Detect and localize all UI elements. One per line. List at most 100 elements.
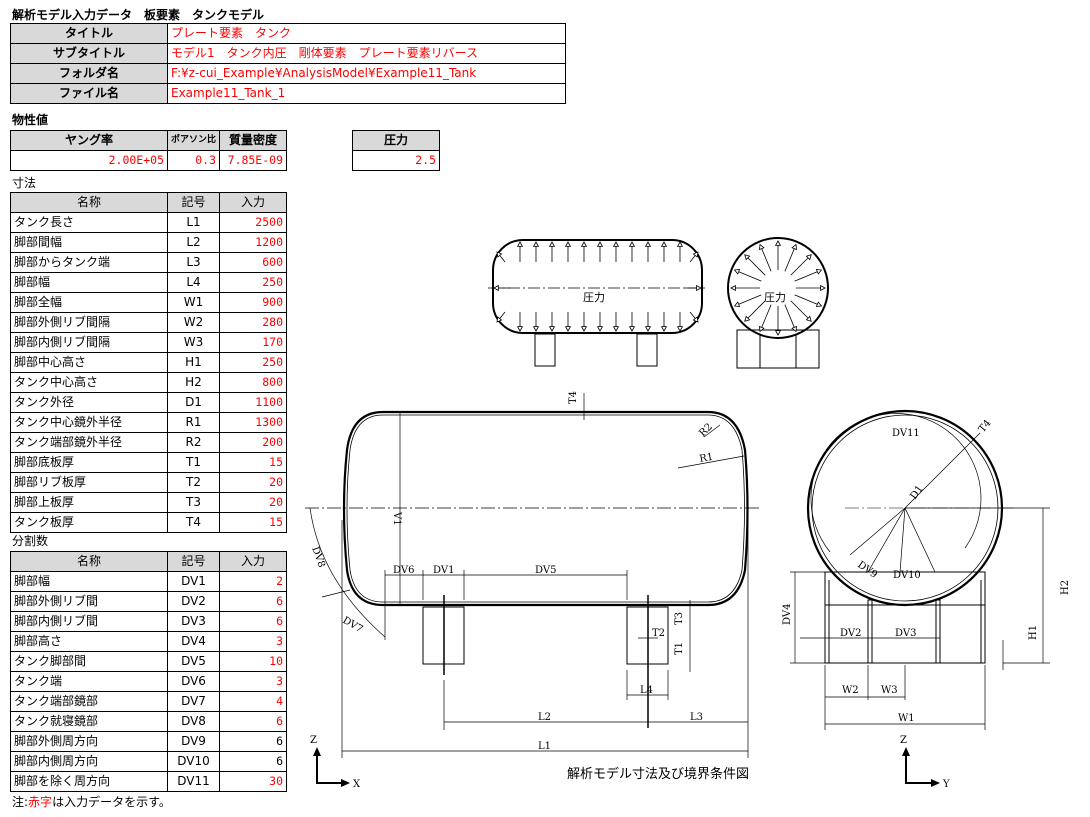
division-name: 脚部内側周方向	[10, 751, 168, 772]
dimension-symbol: L2	[167, 232, 220, 253]
axis-x: X	[353, 779, 361, 790]
dimension-input[interactable]: 200	[219, 432, 287, 453]
poisson-value[interactable]: 0.3	[166, 150, 221, 171]
dim-label-l2: L2	[538, 712, 551, 723]
dim-label-dv5: DV5	[535, 565, 556, 576]
dimension-input[interactable]: 250	[219, 272, 287, 293]
division-name: 脚部外側リブ間	[10, 591, 168, 612]
header-value[interactable]: Example11_Tank_1	[167, 83, 566, 104]
pressure-arrow-icon	[759, 304, 772, 332]
header-table: タイトルプレート要素 タンクサブタイトルモデル1 タンク内圧 剛体要素 プレート…	[10, 23, 566, 104]
division-input[interactable]: 30	[219, 771, 287, 792]
dimension-input[interactable]: 20	[219, 472, 287, 493]
dimension-input[interactable]: 2500	[219, 212, 287, 233]
dimension-name: タンク板厚	[10, 512, 168, 533]
pressure-arrow-icon	[744, 300, 766, 322]
density-value[interactable]: 7.85E-09	[219, 150, 287, 171]
material-section-title: 物性値	[12, 113, 49, 127]
pressure-arrow-icon	[744, 254, 766, 276]
page-title: 解析モデル入力データ 板要素 タンクモデル	[12, 8, 265, 22]
header-input: 入力	[219, 551, 287, 572]
dimension-input[interactable]: 800	[219, 372, 287, 393]
dimension-input[interactable]: 250	[219, 352, 287, 373]
dim-label-dv11: DV11	[892, 428, 920, 439]
dim-label-t4: T4	[568, 391, 579, 404]
dim-label-h2: H2	[1060, 580, 1071, 595]
header-youngs: ヤング率	[10, 130, 168, 151]
header-value[interactable]: F:¥z-cui_Example¥AnalysisModel¥Example11…	[167, 63, 566, 84]
dim-label-t3: T3	[674, 612, 685, 625]
division-input[interactable]: 10	[219, 651, 287, 672]
division-symbol: DV3	[167, 611, 220, 632]
pressure-label-side: 圧力	[764, 291, 786, 304]
dimension-name: 脚部からタンク端	[10, 252, 168, 273]
small-leg-right	[636, 333, 658, 367]
header-pressure: 圧力	[352, 130, 440, 151]
pressure-arrow-icon	[734, 294, 762, 307]
note: 注:赤字は入力データを示す。	[12, 795, 171, 809]
pressure-arrow-icon	[784, 304, 797, 332]
header-symbol: 記号	[167, 551, 220, 572]
header-value[interactable]: モデル1 タンク内圧 剛体要素 プレート要素リバース	[167, 43, 566, 64]
pressure-arrow-icon	[790, 254, 812, 276]
dim-label-t2: T2	[652, 628, 665, 639]
dimension-name: 脚部外側リブ間隔	[10, 312, 168, 333]
pressure-arrow-icon	[794, 294, 822, 307]
dim-label-dv3: DV3	[895, 628, 916, 639]
dim-label-dv2: DV2	[840, 628, 861, 639]
youngs-value[interactable]: 2.00E+05	[10, 150, 168, 171]
pressure-table: 圧力 2.5	[352, 130, 440, 171]
small-leg-left	[534, 333, 556, 367]
dim-label-dv8: DV8	[309, 545, 327, 569]
dim-label-w2: W2	[842, 685, 859, 696]
dim-label-d1: D1	[908, 484, 925, 502]
division-symbol: DV7	[167, 691, 220, 712]
dimension-symbol: L3	[167, 252, 220, 273]
dim-label-l4: L4	[640, 685, 653, 696]
division-symbol: DV11	[167, 771, 220, 792]
dimension-name: 脚部底板厚	[10, 452, 168, 473]
header-label: サブタイトル	[10, 43, 168, 64]
pressure-value[interactable]: 2.5	[352, 150, 440, 171]
dimension-input[interactable]: 15	[219, 512, 287, 533]
dim-label-h1: H1	[1028, 625, 1039, 640]
diagram-caption: 解析モデル寸法及び境界条件図	[567, 766, 749, 782]
header-name: 名称	[10, 192, 168, 213]
dim-label-v1: V1	[391, 511, 402, 526]
dim-label-t1: T1	[674, 642, 685, 655]
dim-label-w3: W3	[881, 685, 898, 696]
pressure-arrow-icon	[794, 269, 822, 282]
dim-label-r2: R2	[697, 422, 715, 440]
dim-label-r1: R1	[699, 452, 715, 465]
dimension-input[interactable]: 900	[219, 292, 287, 313]
division-name: タンク脚部間	[10, 651, 168, 672]
dimension-name: タンク長さ	[10, 212, 168, 233]
material-table: ヤング率 ポアソン比 質量密度 2.00E+05 0.3 7.85E-09	[10, 130, 287, 171]
dim-label-l1: L1	[538, 741, 551, 752]
dimension-input[interactable]: 20	[219, 492, 287, 513]
axis-z-front: Z	[310, 735, 317, 746]
pressure-arrow-icon	[734, 269, 762, 282]
dimension-name: タンク端部鏡外半径	[10, 432, 168, 453]
division-name: 脚部を除く周方向	[10, 771, 168, 792]
division-name: 脚部外側周方向	[10, 731, 168, 752]
dimensions-section-title: 寸法	[12, 176, 37, 190]
division-name: タンク就寝鏡部	[10, 711, 168, 732]
